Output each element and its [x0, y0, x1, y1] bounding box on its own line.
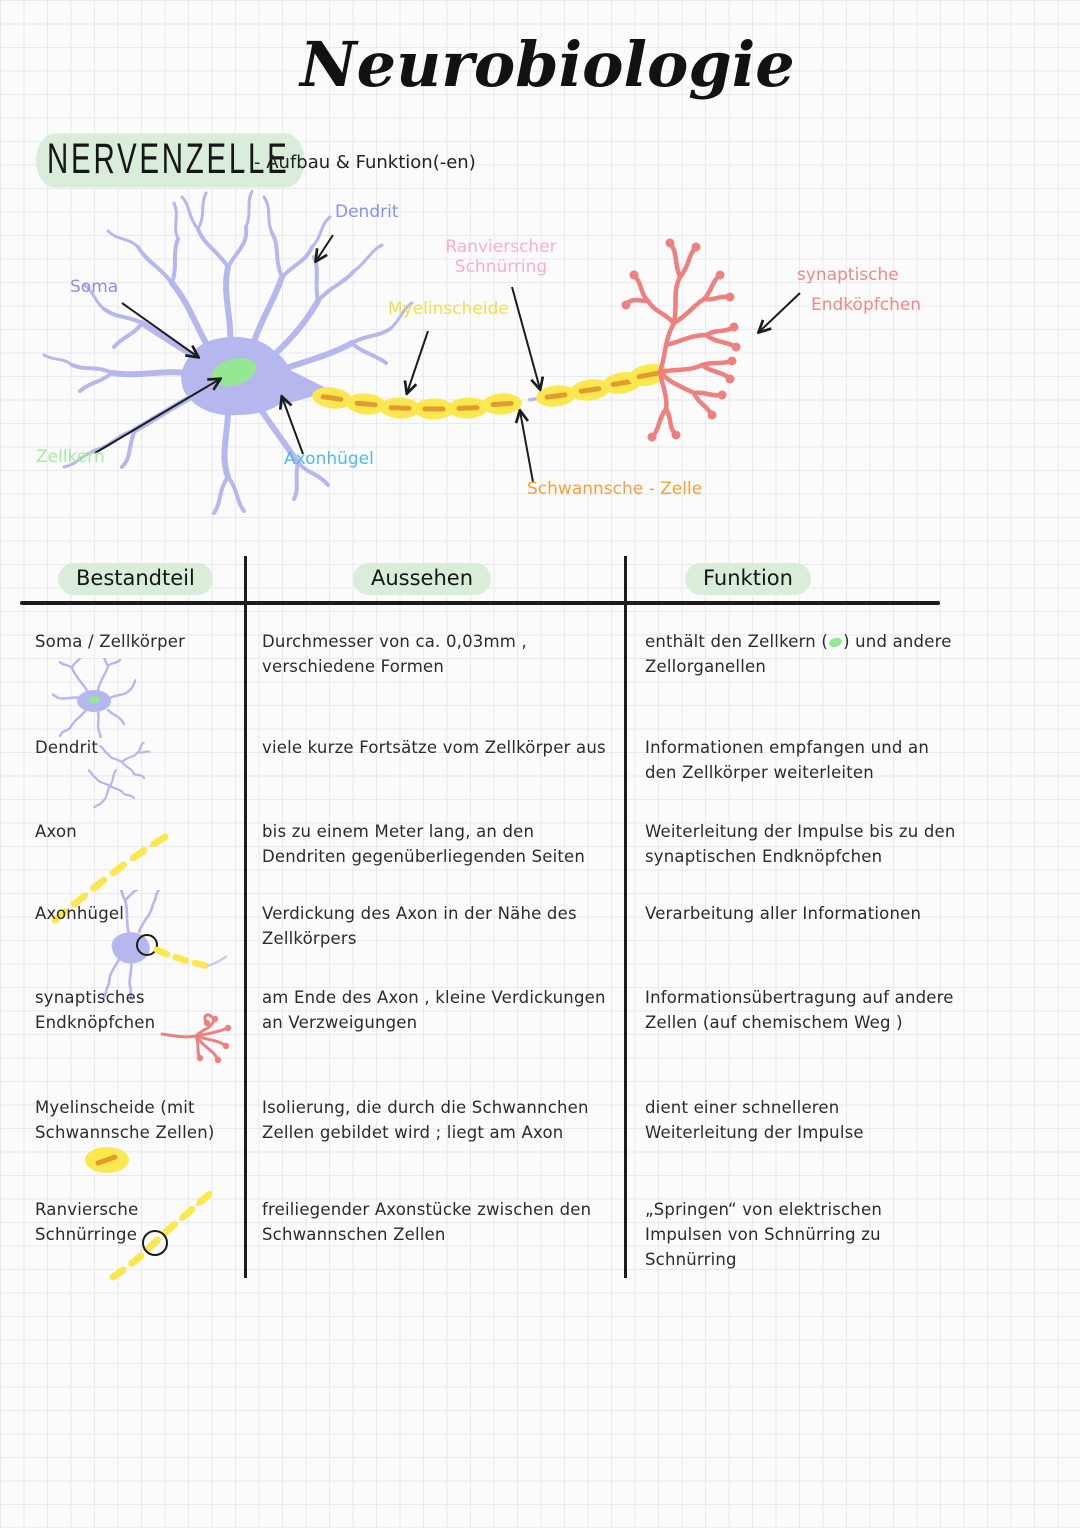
- row-axonhuegel-name: Axonhügel: [35, 904, 125, 923]
- section-subtitle: - Aufbau & Funktion(-en): [254, 152, 476, 173]
- row-axon-funktion: Weiterleitung der Impulse bis zu den syn…: [645, 822, 956, 866]
- label-schwannsche-zelle: Schwannsche - Zelle: [527, 479, 703, 499]
- row-dendrit-aussehen: viele kurze Fortsätze vom Zellkörper aus: [262, 738, 606, 757]
- myelinscheide-thumbnail: [85, 1147, 129, 1173]
- row-ranviersche-aussehen: freiliegender Axonstücke zwischen den Sc…: [262, 1200, 592, 1244]
- table-divider-2: [624, 556, 627, 1278]
- row-myelinscheide-aussehen: Isolierung, die durch die Schwannchen Ze…: [262, 1098, 589, 1142]
- row-dendrit-name: Dendrit: [35, 738, 99, 757]
- row-axonhuegel-aussehen: Verdickung des Axon in der Nähe des Zell…: [262, 904, 577, 948]
- row-myelinscheide-funktion: dient einer schnelleren Weiterleitung de…: [645, 1098, 864, 1142]
- page-title: Neurobiologie: [300, 28, 795, 101]
- label-ranvierscher-schnuerring: Ranvierscher Schnürring: [445, 237, 557, 277]
- row-soma-aussehen: Durchmesser von ca. 0,03mm , verschieden…: [262, 632, 527, 676]
- row-dendrit-funktion: Informationen empfangen und an den Zellk…: [645, 738, 929, 782]
- neuron-drawing: [42, 190, 801, 515]
- label-soma: Soma: [70, 277, 119, 297]
- axonhuegel-thumbnail: [101, 890, 228, 1000]
- axon-hillock: [280, 365, 332, 405]
- table-header-rule: [20, 601, 940, 605]
- myelin-sheaths: [312, 364, 668, 420]
- row-endknoepfchen-funktion: Informationsübertragung auf andere Zelle…: [645, 988, 954, 1032]
- label-synaptische-endkoepfchen: synaptische Endköpfchen: [797, 265, 922, 315]
- row-ranviersche-name: Ranviersche Schnürringe: [35, 1200, 139, 1244]
- soma-thumbnail: [52, 658, 136, 738]
- row-axon-name: Axon: [35, 822, 77, 841]
- row-myelinscheide-name: Myelinscheide (mit Schwannsche Zellen): [35, 1098, 215, 1142]
- row-soma-funktion: enthält den Zellkern () und andere Zello…: [645, 632, 952, 676]
- annotation-arrows: [94, 234, 801, 483]
- label-zellkern: Zellkern: [36, 447, 105, 467]
- nucleus-icon: [827, 636, 844, 649]
- row-axon-aussehen: bis zu einem Meter lang, an den Dendrite…: [262, 822, 586, 866]
- table-header-funktion: Funktion: [685, 563, 811, 595]
- table-header-bestandteil: Bestandteil: [58, 563, 213, 595]
- section-heading-wrap: NERVENZELLE: [36, 133, 328, 188]
- label-axonhuegel: Axonhügel: [284, 449, 374, 469]
- synaptic-terminal: [623, 240, 739, 440]
- axon-thumbnail: [51, 830, 174, 924]
- endknoepfchen-thumbnail: [160, 1013, 232, 1064]
- neuron-diagram: Soma Dendrit Ranvierscher Schnürring Mye…: [0, 190, 1000, 520]
- table-header-aussehen: Aussehen: [353, 563, 492, 595]
- label-dendrit: Dendrit: [335, 202, 399, 222]
- dendrit-thumbnail: [88, 742, 150, 808]
- row-soma-name: Soma / Zellkörper: [35, 632, 186, 651]
- row-endknoepfchen-name: synaptisches Endknöpfchen: [35, 988, 156, 1032]
- synaptic-terminal-boutons: [621, 238, 741, 442]
- table-divider-1: [244, 556, 247, 1278]
- row-ranviersche-funktion: „Springen“ von elektrischen Impulsen von…: [645, 1200, 882, 1269]
- label-myelinscheide: Myelinscheide: [388, 299, 509, 319]
- ranviersche-thumbnail: [109, 1187, 217, 1281]
- row-axonhuegel-funktion: Verarbeitung aller Informationen: [645, 904, 922, 923]
- section-heading: NERVENZELLE: [36, 133, 305, 188]
- row-endknoepfchen-aussehen: am Ende des Axon , kleine Verdickungen a…: [262, 988, 606, 1032]
